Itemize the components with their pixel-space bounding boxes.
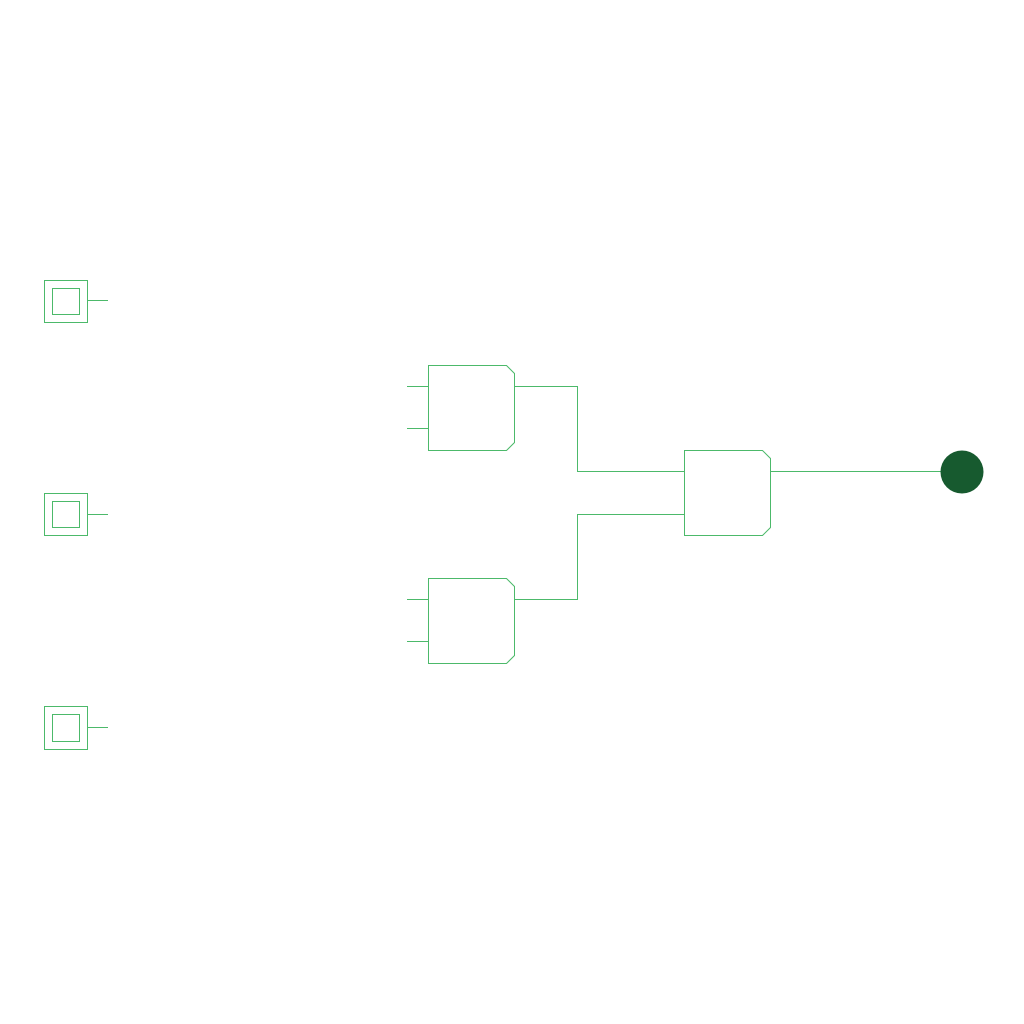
gate-body [684, 450, 771, 536]
gate-final[interactable] [684, 450, 771, 536]
input-switch-outer [44, 706, 88, 750]
output-lamp[interactable] [940, 450, 984, 494]
gate-body [428, 365, 515, 451]
input-switch-3[interactable] [44, 706, 109, 750]
input-switch-inner [52, 714, 80, 742]
wire-upper-to-final [514, 386, 685, 472]
gate-body [428, 578, 515, 664]
input-switch-outer [44, 280, 88, 323]
input-switch-1[interactable] [44, 280, 109, 323]
input-switch-inner [52, 501, 80, 528]
input-switch-outer [44, 493, 88, 536]
input-switch-2[interactable] [44, 493, 109, 536]
gate-lower[interactable] [407, 578, 515, 664]
gate-upper[interactable] [407, 365, 515, 451]
wire-lower-to-final [514, 514, 685, 600]
output-lamp-icon [940, 450, 984, 494]
input-switch-inner [52, 288, 80, 315]
